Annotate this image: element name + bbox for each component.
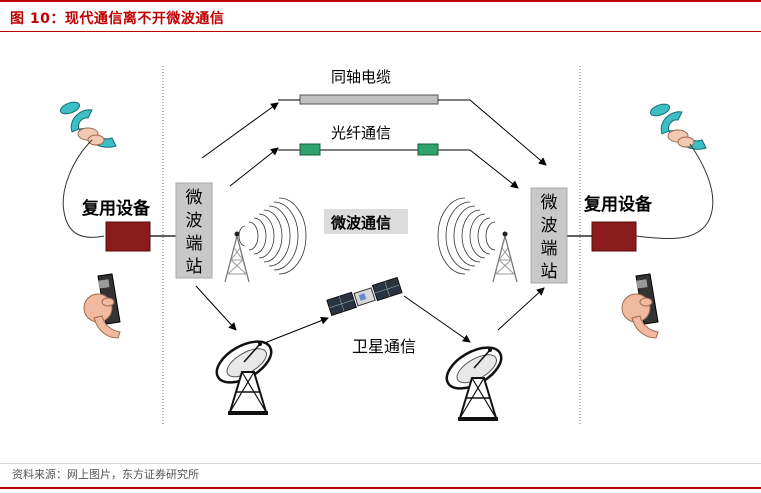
microwave-label: 微波通信 — [330, 214, 391, 232]
fiber-label: 光纤通信 — [331, 124, 391, 142]
handset-icon — [648, 101, 707, 150]
sat-arrow-down-left — [195, 285, 237, 331]
right-cord — [635, 143, 714, 240]
coax-arrow-left — [201, 102, 279, 159]
svg-text:端: 端 — [186, 234, 203, 254]
mobile-phone-icon — [621, 273, 659, 339]
station-label-left: 微 波 端 站 — [186, 188, 203, 277]
satellite-dish-icon — [208, 331, 280, 417]
figure-title: 图 10：现代通信离不开微波通信 — [10, 11, 225, 27]
top-accent-line — [0, 0, 761, 2]
sat-arrow-up — [261, 316, 329, 345]
station-label-right: 微 波 端 站 — [541, 193, 558, 282]
svg-text:微: 微 — [186, 188, 203, 208]
station-box-left — [175, 182, 213, 279]
satellite-label: 卫星通信 — [352, 337, 416, 356]
svg-text:端: 端 — [541, 239, 558, 259]
left-cord — [62, 139, 105, 238]
fiber-connector-left — [299, 143, 321, 156]
title-divider — [0, 31, 761, 32]
coax-arrow-right — [438, 99, 547, 166]
satellite-dish-icon — [438, 337, 510, 423]
fiber-arrow-left — [229, 147, 279, 187]
radio-tower-icon — [224, 230, 250, 283]
satellite-icon — [326, 276, 403, 316]
radio-tower-icon — [492, 230, 518, 283]
coax-cable — [299, 94, 439, 105]
svg-text:波: 波 — [541, 216, 558, 236]
mux-box-left — [105, 221, 151, 252]
mobile-phone-icon — [83, 273, 121, 339]
svg-text:站: 站 — [541, 262, 558, 282]
coax-label: 同轴电缆 — [331, 68, 391, 86]
station-box-right — [530, 187, 568, 284]
svg-text:波: 波 — [186, 211, 203, 231]
bottom-accent-line — [0, 487, 761, 489]
mux-label-left: 复用设备 — [81, 198, 151, 219]
footer-divider — [0, 463, 761, 464]
fiber-connector-right — [417, 143, 439, 156]
fiber-arrow-right — [440, 149, 519, 189]
mux-box-right — [591, 221, 637, 252]
sat-arrow-down-right — [403, 295, 471, 343]
svg-text:站: 站 — [186, 257, 203, 277]
mux-label-right: 复用设备 — [583, 194, 653, 215]
microwave-label-bg — [324, 209, 408, 234]
wave-right — [437, 197, 496, 275]
wave-left — [238, 197, 307, 275]
handset-icon — [58, 99, 117, 148]
sat-arrow-up-right — [497, 287, 545, 331]
svg-text:微: 微 — [541, 193, 558, 213]
source-note: 资料来源：网上图片，东方证券研究所 — [12, 468, 199, 481]
